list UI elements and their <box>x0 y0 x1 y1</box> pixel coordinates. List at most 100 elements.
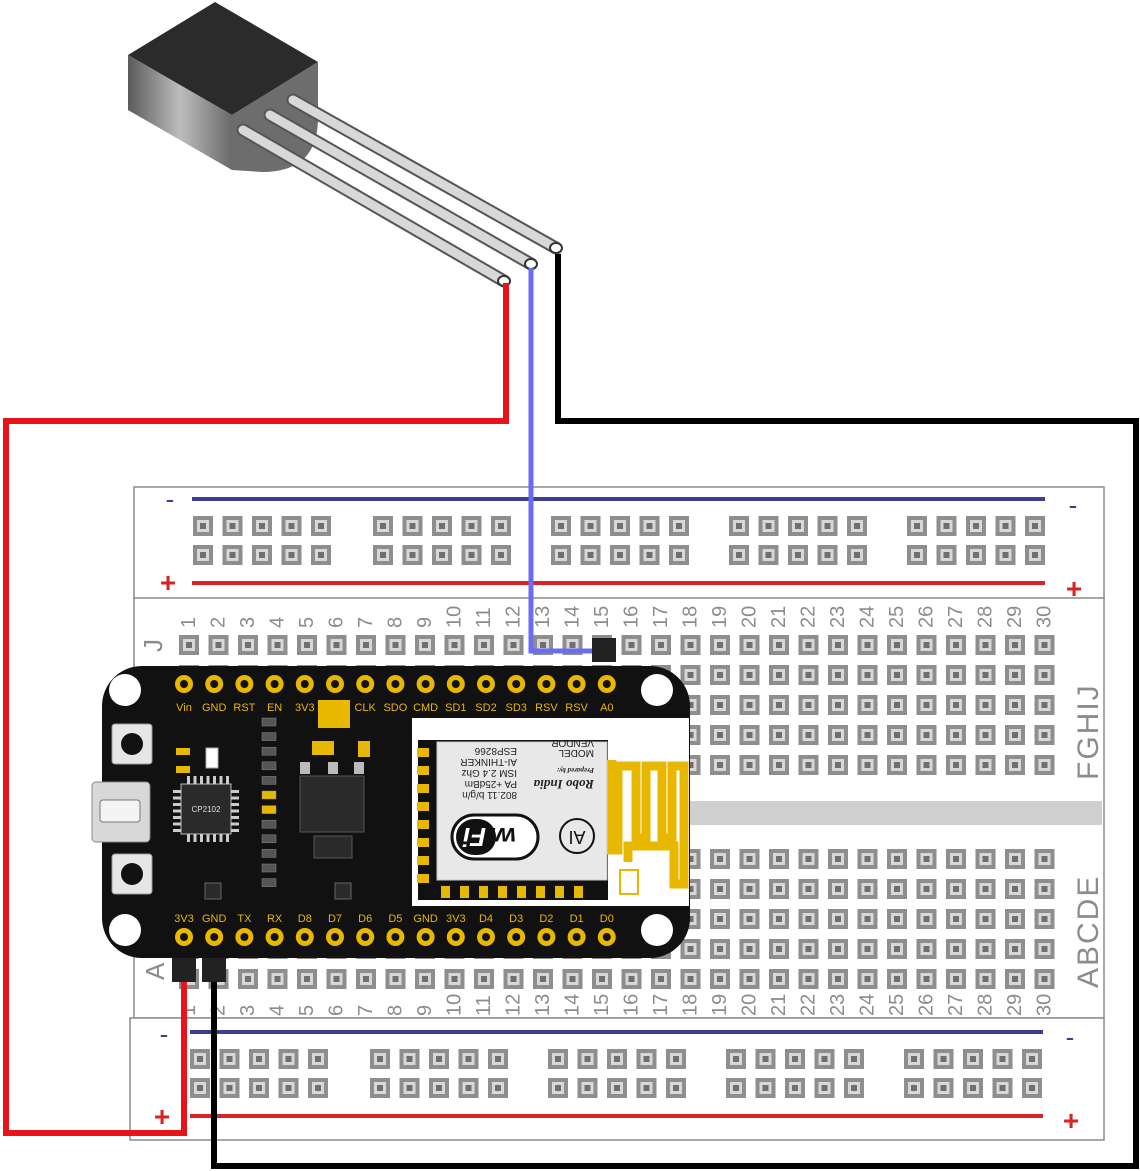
breadboard-hole[interactable] <box>887 635 907 655</box>
breadboard-hole[interactable] <box>887 879 907 899</box>
breadboard-hole[interactable] <box>857 755 878 775</box>
rail-hole[interactable] <box>278 1078 299 1098</box>
breadboard-hole[interactable] <box>1034 725 1055 745</box>
breadboard-hole[interactable] <box>887 665 907 685</box>
breadboard-hole[interactable] <box>769 635 789 655</box>
breadboard-hole[interactable] <box>828 849 848 869</box>
rail-hole[interactable] <box>755 1049 776 1069</box>
rail-hole[interactable] <box>785 1078 805 1098</box>
rail-hole[interactable] <box>726 1049 746 1069</box>
rail-hole[interactable] <box>755 1078 776 1098</box>
rail-hole[interactable] <box>577 1049 598 1069</box>
breadboard-hole[interactable] <box>1005 695 1025 715</box>
breadboard-hole[interactable] <box>916 695 937 715</box>
rail-hole[interactable] <box>726 1078 746 1098</box>
breadboard-hole[interactable] <box>710 849 730 869</box>
rail-hole[interactable] <box>963 1078 983 1098</box>
breadboard-hole[interactable] <box>975 909 996 929</box>
rail-hole[interactable] <box>936 545 957 565</box>
rail-hole[interactable] <box>432 545 452 565</box>
breadboard-hole[interactable] <box>1005 665 1025 685</box>
rail-hole[interactable] <box>607 1049 627 1069</box>
rail-hole[interactable] <box>551 545 571 565</box>
breadboard-hole[interactable] <box>238 969 258 989</box>
breadboard-hole[interactable] <box>946 939 966 959</box>
rail-hole[interactable] <box>788 516 808 536</box>
rail-hole[interactable] <box>252 516 272 536</box>
rail-hole[interactable] <box>399 1078 420 1098</box>
breadboard-hole[interactable] <box>710 725 730 745</box>
breadboard-hole[interactable] <box>916 849 937 869</box>
breadboard-hole[interactable] <box>946 665 966 685</box>
rail-hole[interactable] <box>666 1049 686 1069</box>
rail-hole[interactable] <box>577 1078 598 1098</box>
rail-hole[interactable] <box>278 1049 299 1069</box>
breadboard-hole[interactable] <box>946 849 966 869</box>
breadboard-hole[interactable] <box>769 909 789 929</box>
breadboard-hole[interactable] <box>798 695 819 715</box>
breadboard-hole[interactable] <box>326 635 347 655</box>
breadboard-hole[interactable] <box>651 969 671 989</box>
rail-hole[interactable] <box>817 545 838 565</box>
breadboard-hole[interactable] <box>680 665 701 685</box>
rail-hole[interactable] <box>844 1078 864 1098</box>
breadboard-hole[interactable] <box>562 969 583 989</box>
breadboard-hole[interactable] <box>857 665 878 685</box>
rail-hole[interactable] <box>370 1078 390 1098</box>
rail-hole[interactable] <box>636 1049 657 1069</box>
breadboard-hole[interactable] <box>857 879 878 899</box>
rail-hole[interactable] <box>669 516 689 536</box>
rail-hole[interactable] <box>933 1078 954 1098</box>
rail-hole[interactable] <box>548 1078 568 1098</box>
breadboard-hole[interactable] <box>710 939 730 959</box>
rail-hole[interactable] <box>669 545 689 565</box>
rail-hole[interactable] <box>844 1049 864 1069</box>
breadboard-hole[interactable] <box>828 939 848 959</box>
breadboard-hole[interactable] <box>857 695 878 715</box>
breadboard-hole[interactable] <box>297 635 317 655</box>
rail-hole[interactable] <box>373 545 393 565</box>
breadboard-hole[interactable] <box>857 849 878 869</box>
rail-hole[interactable] <box>491 545 511 565</box>
breadboard-hole[interactable] <box>828 969 848 989</box>
rail-hole[interactable] <box>219 1078 240 1098</box>
rail-hole[interactable] <box>963 1049 983 1069</box>
breadboard-hole[interactable] <box>1034 695 1055 715</box>
rail-hole[interactable] <box>814 1049 835 1069</box>
breadboard-hole[interactable] <box>769 695 789 715</box>
rail-hole[interactable] <box>610 545 630 565</box>
breadboard-hole[interactable] <box>769 879 789 899</box>
breadboard-hole[interactable] <box>739 665 760 685</box>
rail-hole[interactable] <box>432 516 452 536</box>
breadboard-hole[interactable] <box>946 909 966 929</box>
rail-hole[interactable] <box>636 1078 657 1098</box>
breadboard-hole[interactable] <box>887 725 907 745</box>
rail-hole[interactable] <box>429 1078 449 1098</box>
breadboard-hole[interactable] <box>798 665 819 685</box>
breadboard-hole[interactable] <box>1034 635 1055 655</box>
breadboard-hole[interactable] <box>533 969 553 989</box>
breadboard-hole[interactable] <box>739 969 760 989</box>
breadboard-hole[interactable] <box>916 755 937 775</box>
breadboard-hole[interactable] <box>297 969 317 989</box>
breadboard-hole[interactable] <box>769 725 789 745</box>
breadboard-hole[interactable] <box>975 969 996 989</box>
breadboard-hole[interactable] <box>828 909 848 929</box>
breadboard-hole[interactable] <box>621 969 642 989</box>
breadboard-hole[interactable] <box>1005 879 1025 899</box>
rail-hole[interactable] <box>461 516 482 536</box>
breadboard-hole[interactable] <box>1005 635 1025 655</box>
rail-hole[interactable] <box>488 1078 508 1098</box>
breadboard-hole[interactable] <box>887 849 907 869</box>
breadboard-hole[interactable] <box>1034 665 1055 685</box>
rail-hole[interactable] <box>1022 1078 1042 1098</box>
breadboard-hole[interactable] <box>651 635 671 655</box>
rail-hole[interactable] <box>222 545 243 565</box>
breadboard-hole[interactable] <box>415 635 435 655</box>
breadboard-hole[interactable] <box>857 909 878 929</box>
breadboard-hole[interactable] <box>474 969 494 989</box>
rail-hole[interactable] <box>488 1049 508 1069</box>
rail-hole[interactable] <box>639 545 660 565</box>
rail-hole[interactable] <box>966 516 986 536</box>
rail-hole[interactable] <box>193 545 213 565</box>
